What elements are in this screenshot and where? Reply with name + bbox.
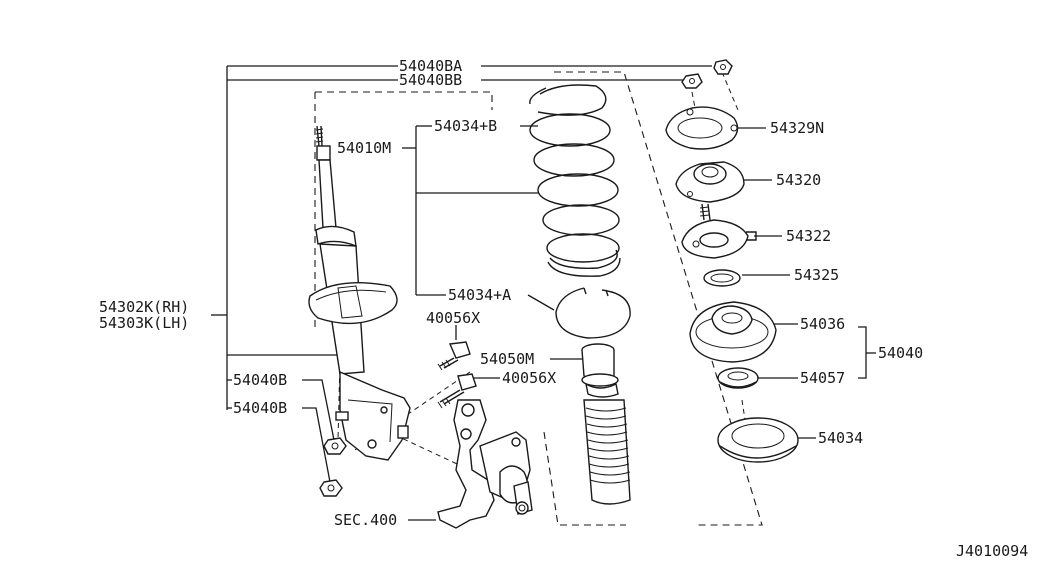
- bushing-54057: [717, 367, 759, 389]
- label-54322: 54322: [786, 227, 831, 245]
- coil-spring: [529, 84, 621, 277]
- label-54034-A: 54034+A: [448, 286, 511, 304]
- washer-54325: [703, 269, 741, 287]
- label-54034-B: 54034+B: [434, 117, 497, 135]
- bump-stop-boot: [581, 343, 631, 505]
- label-54040B-lower: 54040B: [233, 399, 287, 417]
- label-54040: 54040: [878, 344, 923, 362]
- nut-54040B-upper: [323, 437, 347, 455]
- mount-54320: [675, 161, 745, 203]
- spring-insulator-A: [555, 287, 631, 339]
- label-54303K-LH: 54303K(LH): [99, 314, 189, 332]
- label-54040BA: 54040BA: [399, 57, 462, 75]
- leader-lines: [211, 65, 876, 521]
- label-54329N: 54329N: [770, 119, 824, 137]
- nut-54040B-lower: [319, 479, 343, 497]
- insulator-54034: [717, 417, 799, 463]
- part-labels: 54040BA 54040BB 54010M 54034+B 54034+A 5…: [99, 57, 1028, 560]
- bolt-40056X-lower: [437, 373, 477, 409]
- label-54320: 54320: [776, 171, 821, 189]
- label-40056X-upper: 40056X: [426, 309, 480, 327]
- label-54325: 54325: [794, 266, 839, 284]
- diagram-id: J4010094: [956, 542, 1028, 560]
- label-54050M: 54050M: [480, 350, 534, 368]
- label-54302K-RH: 54302K(RH): [99, 298, 189, 316]
- label-40056X-lower: 40056X: [502, 369, 556, 387]
- plate-54329N: [665, 106, 739, 150]
- nut-54040BA: [713, 59, 733, 75]
- bearing-54036: [689, 301, 777, 363]
- bolt-40056X-upper: [437, 341, 471, 371]
- nut-54040BB: [681, 73, 703, 89]
- label-54057: 54057: [800, 369, 845, 387]
- label-54040BB: 54040BB: [399, 71, 462, 89]
- steering-knuckle: [437, 399, 533, 529]
- label-54010M: 54010M: [337, 139, 391, 157]
- label-54036: 54036: [800, 315, 845, 333]
- mount-54322: [681, 203, 757, 259]
- strut-assembly: [308, 125, 411, 461]
- label-sec-400: SEC.400: [334, 511, 397, 529]
- label-54040B-upper: 54040B: [233, 371, 287, 389]
- label-54034: 54034: [818, 429, 863, 447]
